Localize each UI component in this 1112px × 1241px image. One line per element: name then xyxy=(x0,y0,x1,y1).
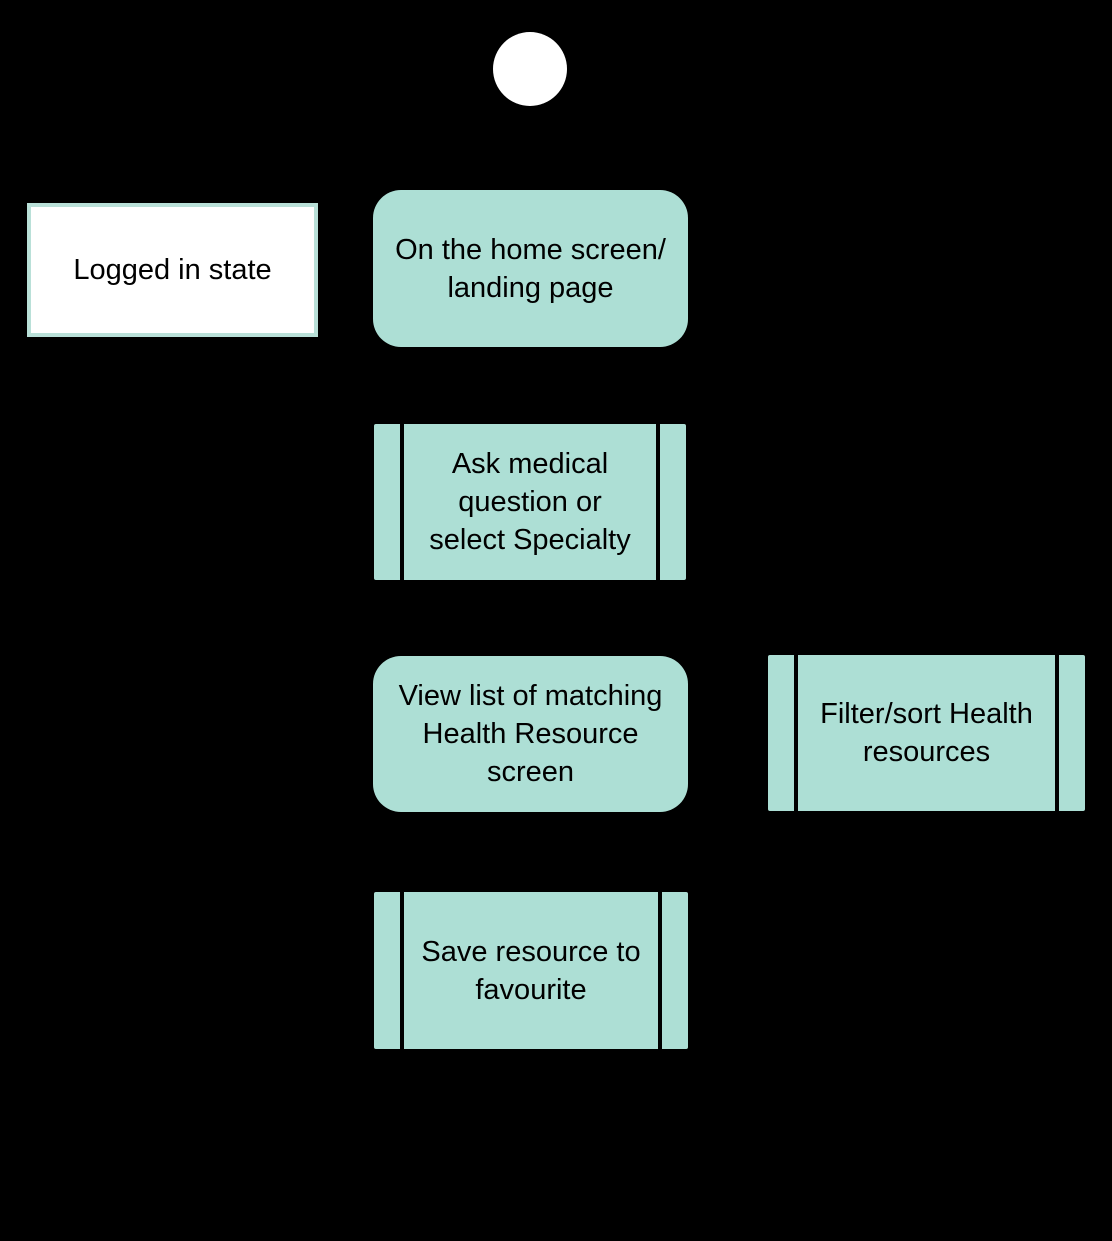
activity-save-to-favourite-label: Save resource to favourite xyxy=(421,935,641,1006)
activity-filter-sort-resources-label: Filter/sort Health resources xyxy=(820,698,1033,768)
activity-ask-medical-question: Ask medical question or select Specialty xyxy=(374,424,686,580)
activity-filter-sort-resources: Filter/sort Health resources xyxy=(768,655,1085,811)
process-bar-right xyxy=(656,424,660,580)
activity-save-to-favourite: Save resource to favourite xyxy=(374,892,688,1049)
activity-home-screen-label: On the home screen/ landing page xyxy=(395,233,666,304)
process-bar-right xyxy=(1055,655,1059,811)
activity-view-resource-list: View list of matching Health Resource sc… xyxy=(373,656,688,812)
state-box-label: Logged in state xyxy=(73,254,272,286)
process-bar-left xyxy=(400,424,404,580)
process-bar-left xyxy=(794,655,798,811)
state-box-logged-in: Logged in state xyxy=(27,203,318,337)
initial-state-node xyxy=(493,32,567,106)
activity-view-resource-list-label: View list of matching Health Resource sc… xyxy=(398,680,663,788)
activity-home-screen: On the home screen/ landing page xyxy=(373,190,688,347)
process-bar-left xyxy=(400,892,404,1049)
activity-ask-medical-question-label: Ask medical question or select Specialty xyxy=(429,448,631,556)
process-bar-right xyxy=(658,892,662,1049)
